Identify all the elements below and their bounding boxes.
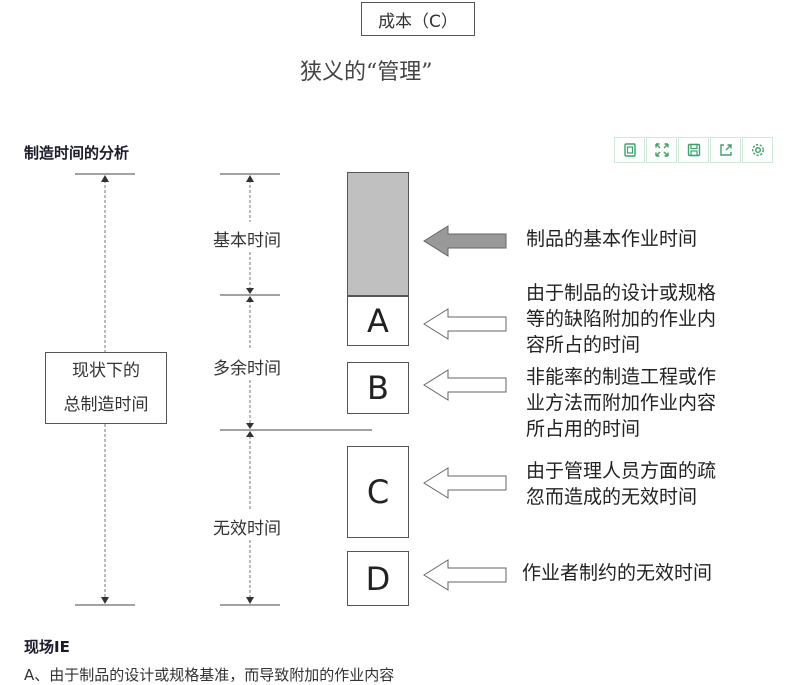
- gear-icon: [751, 143, 764, 157]
- cost-label-box: 成本（C）: [361, 2, 475, 36]
- segment-label-ineffective: 无效时间: [213, 514, 281, 539]
- desc-c: 由于管理人员方面的疏 忽而造成的无效时间: [526, 460, 717, 508]
- total-time-label-line1: 现状下的: [72, 361, 140, 381]
- copy-icon: [623, 143, 636, 157]
- desc-b: 非能率的制造工程或作 业方法而附加作业内容 所占用的时间: [526, 366, 717, 440]
- block-letter: C: [366, 473, 390, 511]
- arrow-basic: [423, 225, 507, 257]
- save-icon: [687, 143, 700, 157]
- segment-label-excess: 多余时间: [213, 354, 281, 379]
- fullscreen-icon: [654, 143, 669, 157]
- share-button[interactable]: [710, 137, 741, 163]
- arrow-d: [423, 559, 507, 591]
- block-d: D: [347, 551, 409, 606]
- save-button[interactable]: [678, 137, 709, 163]
- arrow-a: [423, 308, 507, 340]
- desc-a: 由于制品的设计或规格 等的缺陷附加的作业内 容所占的时间: [526, 282, 717, 356]
- cost-label: 成本（C）: [378, 11, 458, 32]
- block-letter: D: [365, 559, 391, 598]
- footer-title: 现场IE: [24, 638, 70, 656]
- segment-label-basic: 基本时间: [213, 226, 281, 251]
- copy-button[interactable]: [614, 137, 645, 163]
- block-basic: [347, 172, 409, 296]
- narrow-management-subtitle: 狭义的“管理”: [300, 60, 433, 85]
- block-letter: B: [367, 369, 389, 407]
- total-time-label-line2: 总制造时间: [63, 395, 149, 415]
- block-c: C: [347, 446, 409, 538]
- fullscreen-button[interactable]: [646, 137, 677, 163]
- settings-button[interactable]: [742, 137, 773, 163]
- arrow-b: [423, 369, 507, 401]
- desc-d: 作业者制约的无效时间: [522, 562, 713, 584]
- block-a: A: [347, 296, 409, 346]
- desc-basic: 制品的基本作业时间: [526, 228, 698, 250]
- total-time-label-box: 现状下的 总制造时间: [45, 352, 167, 424]
- section-title: 制造时间的分析: [24, 144, 130, 162]
- block-letter: A: [367, 302, 389, 340]
- diagram-toolbar: [614, 137, 773, 165]
- block-b: B: [347, 362, 409, 414]
- share-icon: [719, 144, 732, 156]
- footer-text: A、由于制品的设计或规格基准，而导致附加的作业内容: [24, 666, 395, 684]
- arrow-c: [423, 467, 507, 499]
